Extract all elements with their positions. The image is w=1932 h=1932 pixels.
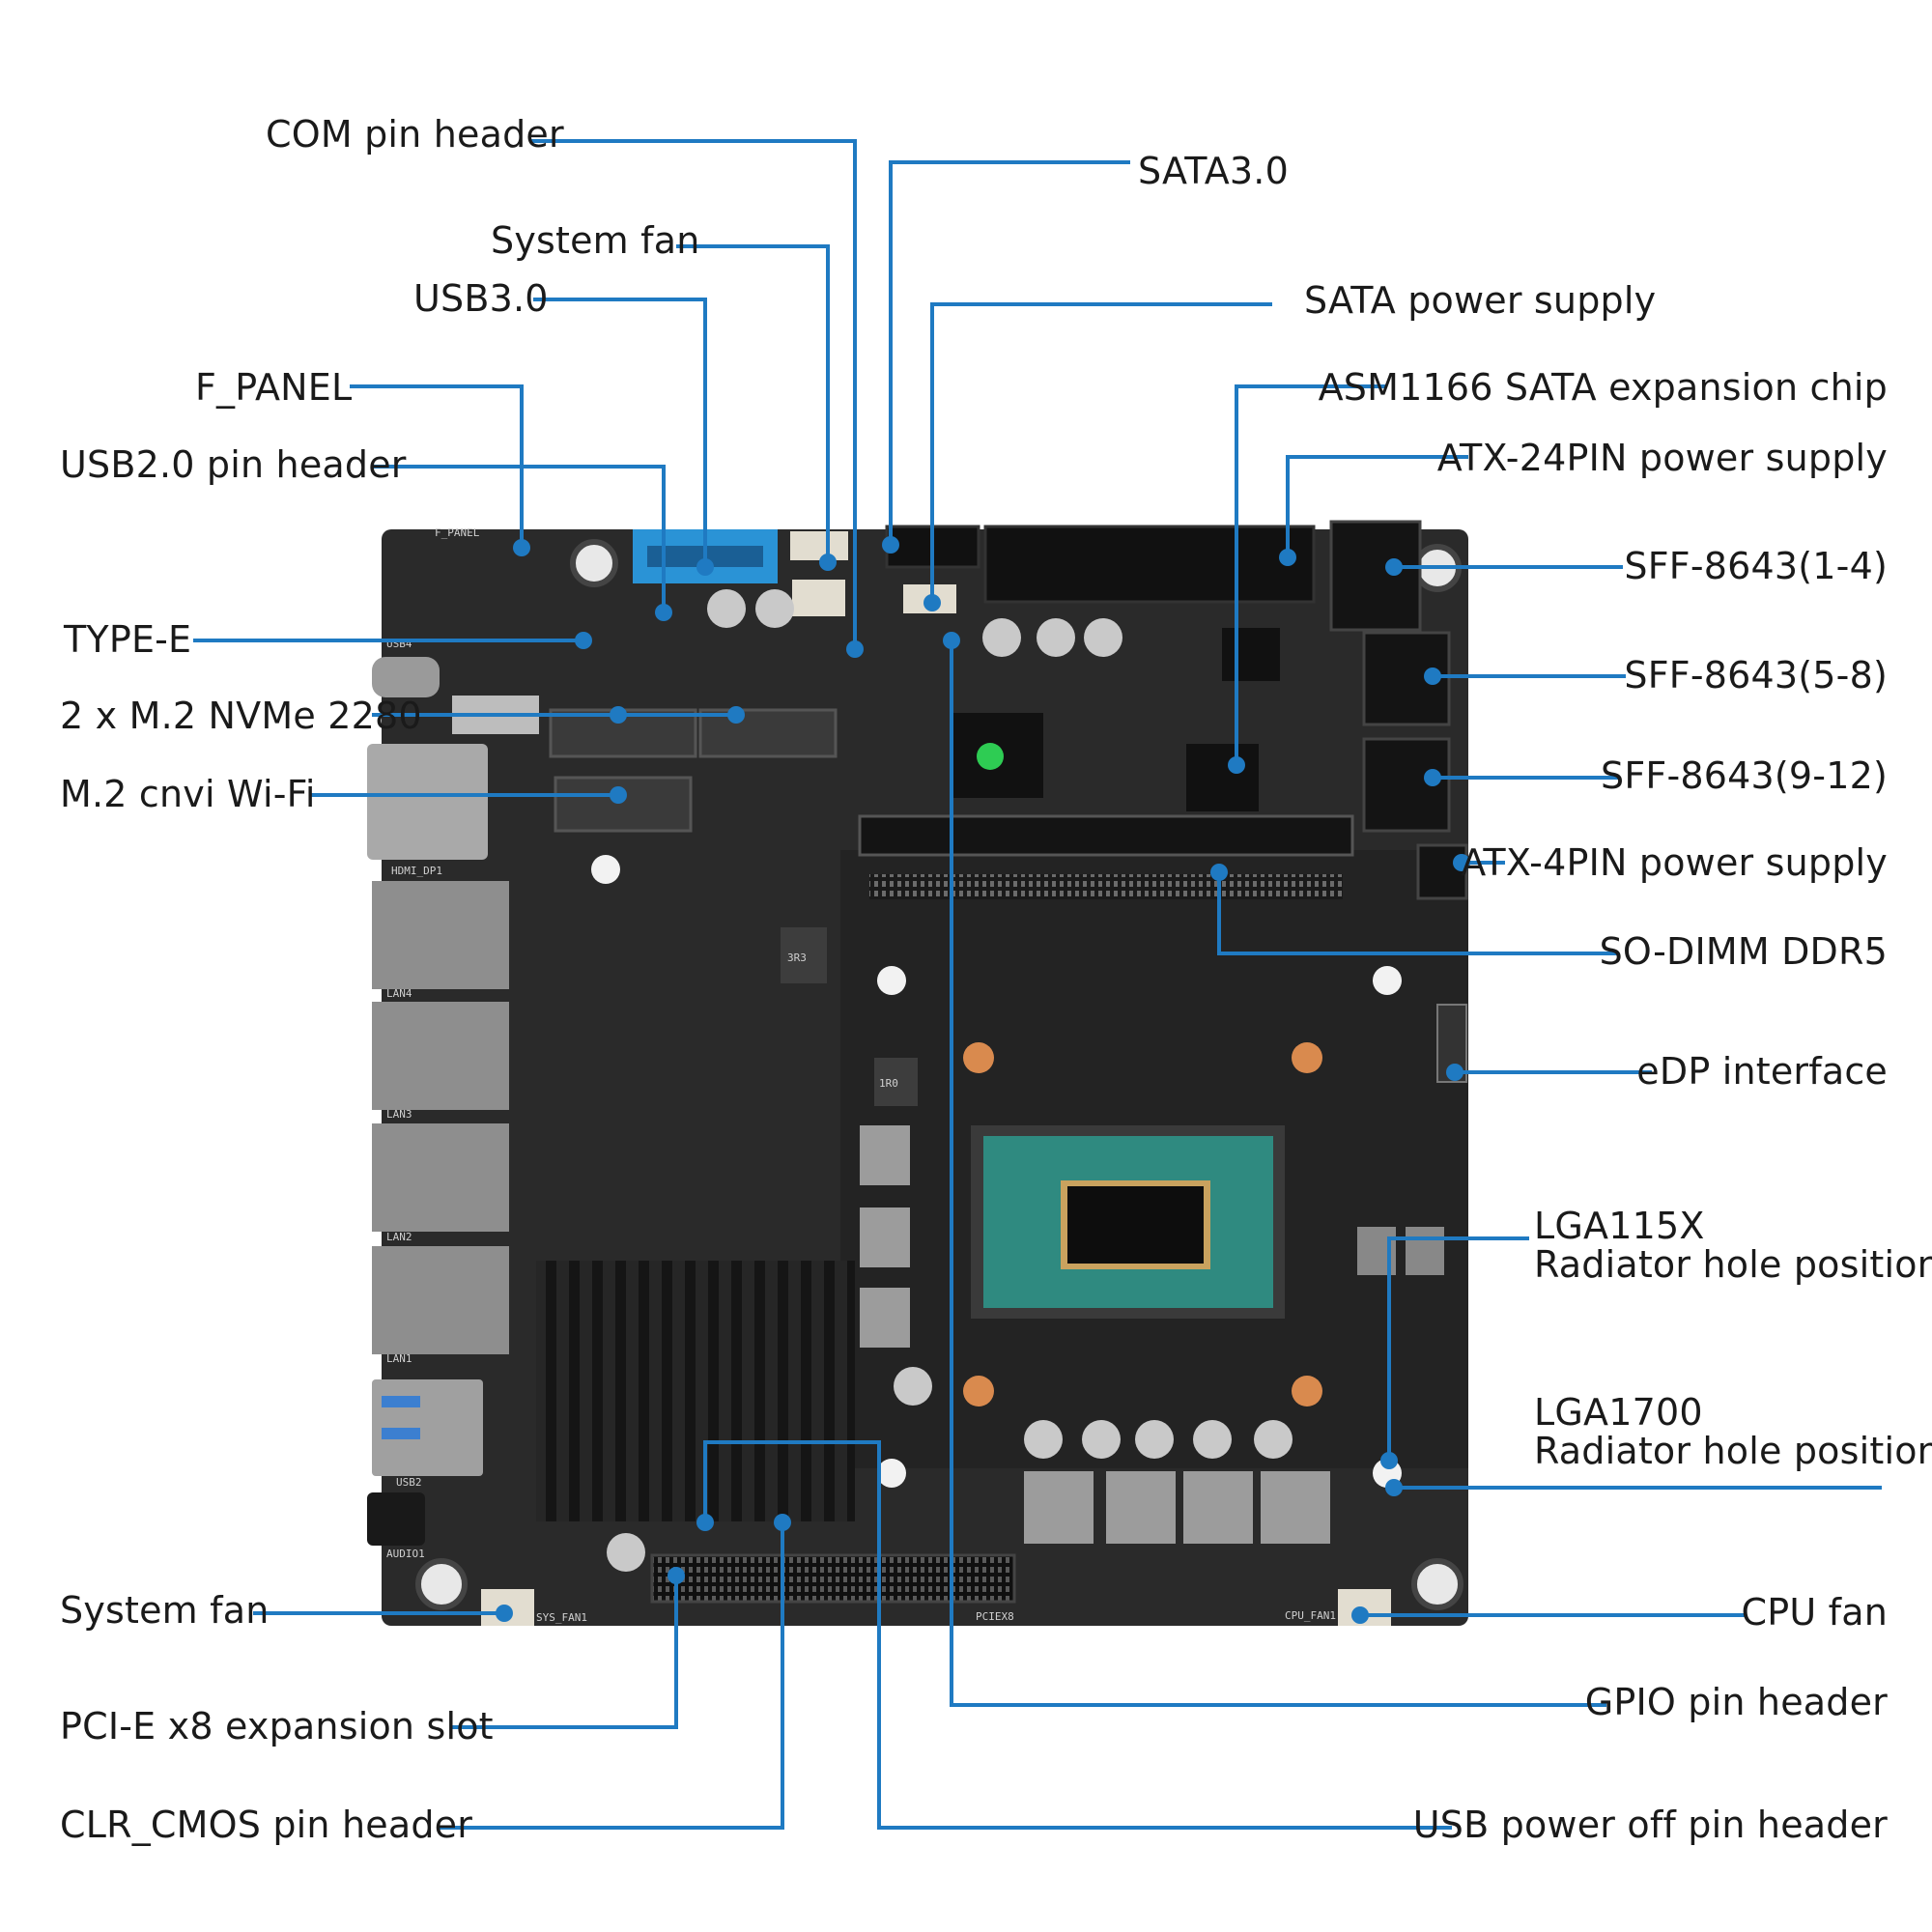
- rear-io: [367, 657, 539, 1546]
- label-com-pin-header: COM pin header: [266, 113, 564, 156]
- label-f-panel: F_PANEL: [195, 366, 353, 409]
- label-sata-power: SATA power supply: [1304, 279, 1657, 322]
- silk-f-panel: F_PANEL: [435, 526, 480, 539]
- label-cpu-fan: CPU fan: [1741, 1591, 1888, 1634]
- sodimm-slot: [858, 814, 1354, 857]
- silk-audio: AUDIO1: [386, 1548, 425, 1560]
- capacitors: [607, 589, 1293, 1572]
- leader-asm1166: [1235, 384, 1386, 763]
- leader-com: [529, 139, 857, 647]
- leader-sysfan-top: [676, 244, 830, 560]
- silk-lan4: LAN4: [386, 987, 412, 1000]
- leader-usb-off: [703, 1440, 1452, 1830]
- label-usb2-pin-header: USB2.0 pin header: [60, 443, 407, 486]
- label-sff-9-12: SFF-8643(9-12): [1601, 754, 1888, 797]
- silk-sys-fan: SYS_FAN1: [536, 1611, 587, 1624]
- label-lga1700-line1: LGA1700: [1534, 1391, 1703, 1434]
- leader-usb3: [533, 298, 707, 565]
- label-lga115x-line1: LGA115X: [1534, 1205, 1705, 1247]
- label-atx24: ATX-24PIN power supply: [1436, 437, 1888, 479]
- label-clr-cmos: CLR_CMOS pin header: [60, 1804, 473, 1846]
- mounting-holes: [415, 539, 1463, 1610]
- label-lga115x-line2: Radiator hole position: [1534, 1242, 1932, 1286]
- silk-1r0: 1R0: [879, 1077, 898, 1090]
- leader-sata-power: [930, 302, 1272, 601]
- leader-clr-cmos: [440, 1524, 784, 1830]
- label-usb-power-off: USB power off pin header: [1412, 1804, 1888, 1846]
- label-system-fan-top: System fan: [491, 219, 700, 262]
- silk-lan1: LAN1: [386, 1352, 412, 1365]
- label-sff-1-4: SFF-8643(1-4): [1624, 545, 1888, 587]
- silk-hdmi: HDMI_DP1: [391, 865, 442, 877]
- silk-cpu-fan: CPU_FAN1: [1285, 1609, 1336, 1622]
- silk-lan3: LAN3: [386, 1108, 412, 1121]
- silk-pciex8: PCIEX8: [976, 1610, 1014, 1623]
- label-sata3: SATA3.0: [1138, 150, 1289, 192]
- silk-usb2: USB2: [396, 1476, 422, 1489]
- label-usb3: USB3.0: [413, 277, 549, 320]
- leader-sodimm: [1217, 874, 1618, 955]
- label-type-e: TYPE-E: [64, 618, 192, 661]
- power-inductors: [860, 1125, 1330, 1544]
- label-lga1700-line2: Radiator hole position: [1534, 1429, 1932, 1472]
- label-m2-wifi: M.2 cnvi Wi-Fi: [60, 773, 316, 815]
- cpu-package: [963, 1042, 1322, 1406]
- pcie-x8-slot: [650, 1553, 1016, 1604]
- leader-pcie: [451, 1577, 678, 1729]
- label-pcie-x8: PCI-E x8 expansion slot: [60, 1705, 494, 1747]
- silk-lan2: LAN2: [386, 1231, 412, 1243]
- chipset-heatsink: [536, 1261, 855, 1521]
- label-asm1166: ASM1166 SATA expansion chip: [1318, 366, 1888, 409]
- silk-3r3: 3R3: [787, 952, 807, 964]
- leader-atx24: [1286, 455, 1468, 555]
- leader-lga115x: [1387, 1236, 1529, 1459]
- label-gpio: GPIO pin header: [1584, 1681, 1888, 1723]
- label-lga115x: LGA115X Radiator hole position: [1534, 1205, 1932, 1286]
- leader-lines: [193, 139, 1882, 1830]
- label-system-fan-bottom: System fan: [60, 1589, 270, 1632]
- label-atx4: ATX-4PIN power supply: [1461, 841, 1888, 884]
- label-lga1700: LGA1700 Radiator hole position: [1534, 1391, 1932, 1472]
- leader-fpanel: [350, 384, 524, 546]
- leader-gpio: [950, 640, 1606, 1707]
- leader-sata3: [889, 160, 1130, 543]
- leader-usb2: [372, 465, 666, 611]
- label-sodimm: SO-DIMM DDR5: [1599, 930, 1888, 973]
- leader-dots: [496, 536, 1470, 1624]
- m2-slots: [549, 708, 838, 833]
- label-sff-5-8: SFF-8643(5-8): [1624, 654, 1888, 696]
- label-edp: eDP interface: [1636, 1050, 1888, 1093]
- ics: [781, 628, 1444, 1275]
- label-m2-nvme: 2 x M.2 NVMe 2280: [60, 695, 422, 737]
- sodimm-slot-pins: [869, 874, 1343, 899]
